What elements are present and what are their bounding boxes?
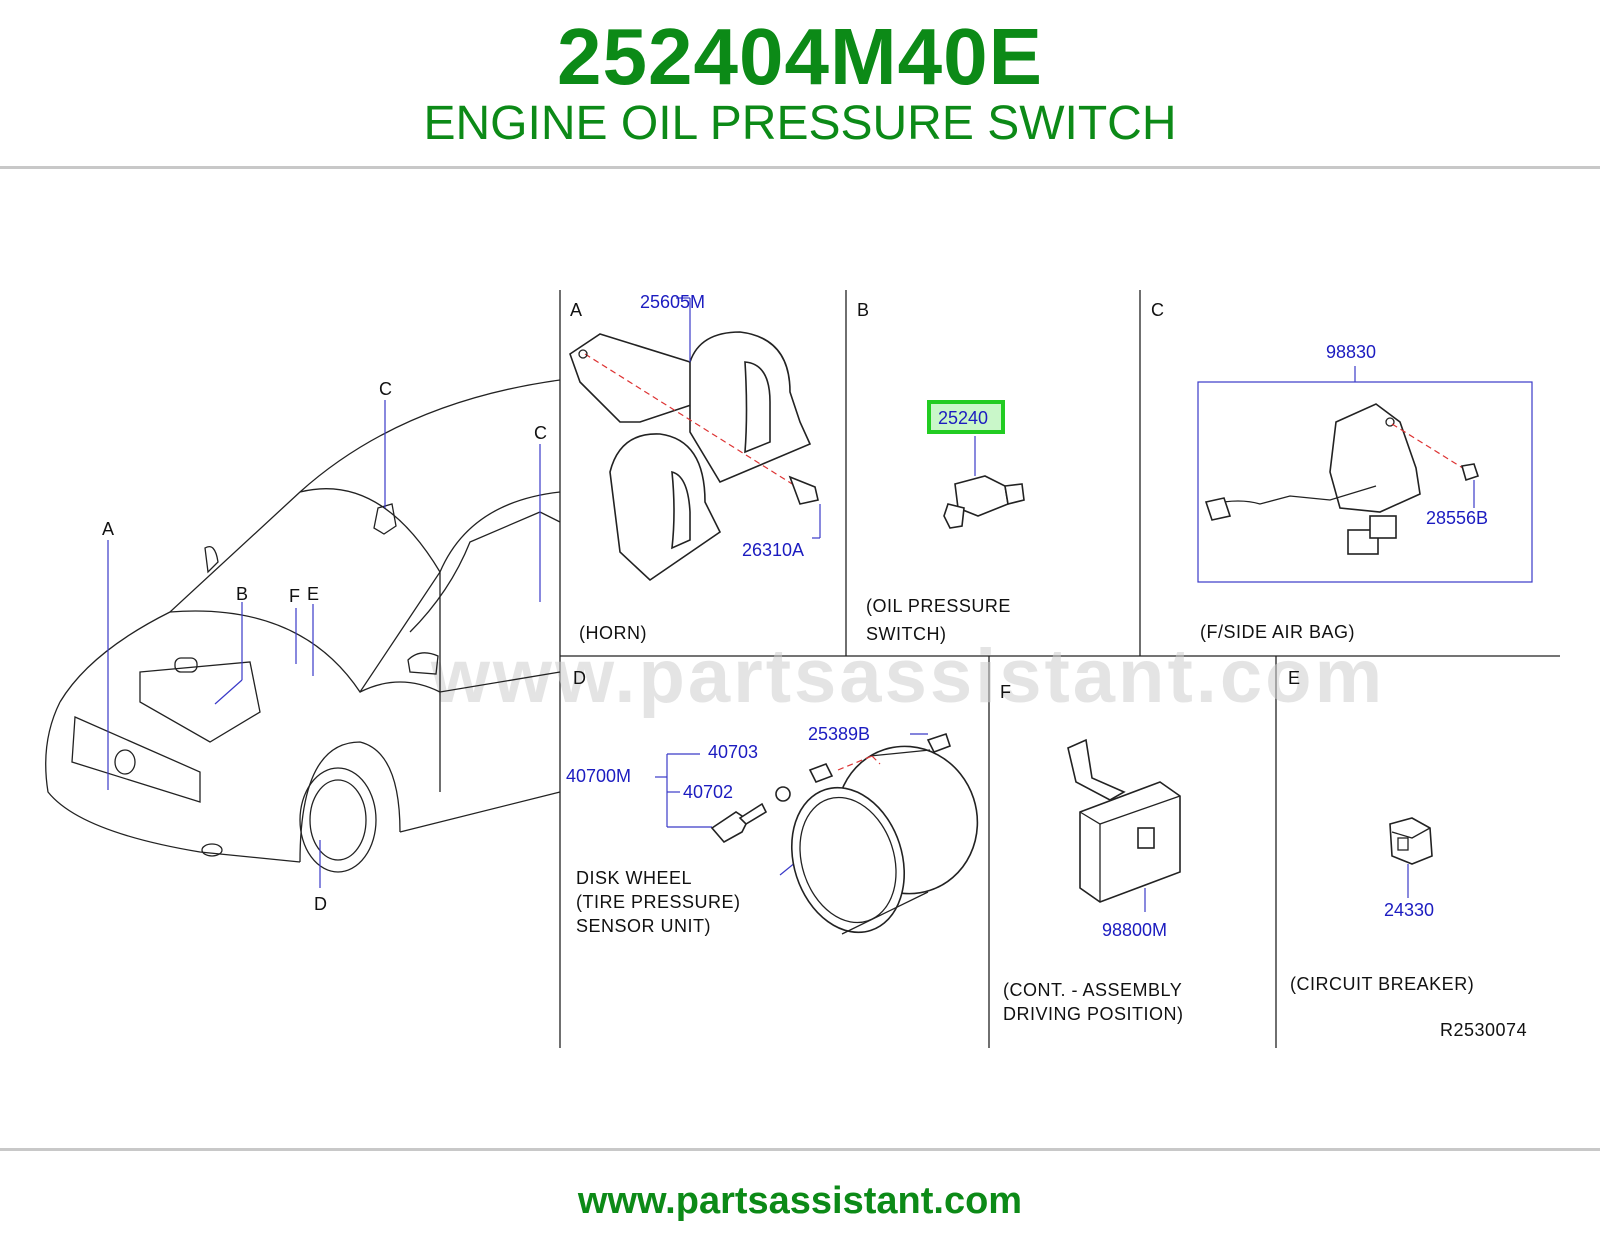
part-26310A[interactable]: 26310A xyxy=(742,540,804,560)
panel-d-caption-line3: SENSOR UNIT) xyxy=(576,916,711,936)
panel-grid xyxy=(559,290,1560,1048)
panel-b: B 25240 (OIL PRESSURE SWITCH) xyxy=(857,300,1025,644)
panel-f-caption-line2: DRIVING POSITION) xyxy=(1003,1004,1184,1024)
panel-c: C 98830 28556B (F/SIDE AIR BAG) xyxy=(1151,300,1533,642)
part-25240[interactable]: 25240 xyxy=(938,408,988,428)
oil-pressure-switch-icon xyxy=(943,475,1025,529)
horn-assembly-icon xyxy=(569,331,819,582)
reference-code: R2530074 xyxy=(1440,1020,1527,1040)
callout-b: B xyxy=(236,584,249,604)
panel-e-caption: (CIRCUIT BREAKER) xyxy=(1290,974,1474,994)
panel-d-caption-line1: DISK WHEEL xyxy=(576,868,692,888)
parts-diagram: www.partsassistant.com A B F E C xyxy=(45,290,1560,1048)
panel-c-caption: (F/SIDE AIR BAG) xyxy=(1200,622,1355,642)
panel-d-letter: D xyxy=(573,668,587,688)
panel-d: D 40700M 40703 40702 25389B xyxy=(566,668,979,936)
panel-d-caption-line2: (TIRE PRESSURE) xyxy=(576,892,741,912)
panel-b-caption-line1: (OIL PRESSURE xyxy=(866,596,1011,616)
part-98830[interactable]: 98830 xyxy=(1326,342,1376,362)
panel-f-letter: F xyxy=(1000,682,1012,702)
callout-c-roof: C xyxy=(379,379,393,399)
callout-c-pillar: C xyxy=(534,423,548,443)
callout-a: A xyxy=(102,519,115,539)
control-module-icon xyxy=(1067,738,1181,903)
panel-a-caption: (HORN) xyxy=(579,623,647,643)
car-callouts xyxy=(107,400,541,888)
part-number: 252404M40E xyxy=(557,12,1043,101)
part-40702[interactable]: 40702 xyxy=(683,782,733,802)
panel-a: A 25605M 26310A (HORN) xyxy=(569,292,821,643)
part-40703[interactable]: 40703 xyxy=(708,742,758,762)
panel-c-letter: C xyxy=(1151,300,1165,320)
callout-d: D xyxy=(314,894,328,914)
panel-b-letter: B xyxy=(857,300,870,320)
header-divider xyxy=(0,166,1600,169)
part-28556B[interactable]: 28556B xyxy=(1426,508,1488,528)
panel-a-letter: A xyxy=(570,300,583,320)
footer-site-link[interactable]: www.partsassistant.com xyxy=(577,1180,1023,1222)
part-25389B[interactable]: 25389B xyxy=(808,724,870,744)
highlight-box xyxy=(927,400,1005,434)
part-name: ENGINE OIL PRESSURE SWITCH xyxy=(423,97,1177,150)
callout-e: E xyxy=(307,584,320,604)
panel-e: E 24330 (CIRCUIT BREAKER) xyxy=(1288,668,1474,994)
panel-f-caption-line1: (CONT. - ASSEMBLY xyxy=(1003,980,1182,1000)
circuit-breaker-icon xyxy=(1389,817,1433,865)
tpms-bracket-lines xyxy=(655,733,928,876)
part-25605M[interactable]: 25605M xyxy=(640,292,705,312)
callout-f: F xyxy=(289,586,301,606)
part-24330[interactable]: 24330 xyxy=(1384,900,1434,920)
page-header: 252404M40E ENGINE OIL PRESSURE SWITCH xyxy=(0,0,1600,168)
disk-wheel-icon xyxy=(710,732,979,935)
watermark: www.partsassistant.com xyxy=(430,634,1385,719)
footer-divider xyxy=(0,1148,1600,1151)
panel-b-caption-line2: SWITCH) xyxy=(866,624,946,644)
car-illustration xyxy=(45,379,561,873)
part-40700M[interactable]: 40700M xyxy=(566,766,631,786)
panel-f: F 98800M (CONT. - ASSEMBLY DRIVING POSIT… xyxy=(1000,682,1184,1024)
airbag-sensor-icon xyxy=(1204,403,1480,555)
part-98800M[interactable]: 98800M xyxy=(1102,920,1167,940)
panel-e-letter: E xyxy=(1288,668,1301,688)
